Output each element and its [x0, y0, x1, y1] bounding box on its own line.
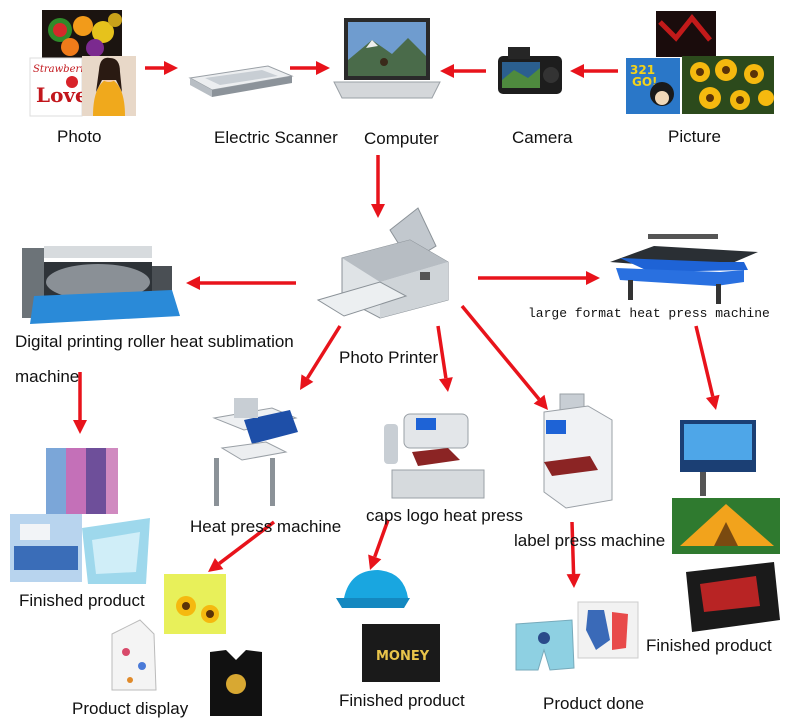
arrow-computer-to-printer-head	[371, 204, 385, 218]
caps-press-image	[384, 413, 485, 499]
label-finished-product-right: Finished product	[646, 636, 772, 655]
arrow-printer-to-large-format-head	[586, 271, 600, 285]
fabric-sheet-image	[82, 518, 150, 584]
mouse-pad-image	[686, 562, 780, 632]
arrow-printer-to-roller-head	[186, 276, 200, 290]
label-camera: Camera	[512, 128, 573, 147]
label-computer: Computer	[364, 129, 439, 148]
label-electric-scanner: Electric Scanner	[214, 128, 338, 147]
billboard-image	[680, 420, 756, 496]
label-finished-product-left: Finished product	[19, 591, 145, 610]
arrow-printer-to-heat-press-head	[300, 374, 314, 390]
arrow-caps-to-finished-head	[368, 554, 382, 570]
label-photo: Photo	[57, 127, 102, 146]
arrow-printer-to-label-press-shaft	[460, 304, 541, 401]
floral-shirt-image	[111, 619, 157, 691]
fruit-photo	[42, 10, 122, 58]
arrow-heat-press-to-display-shaft	[218, 520, 276, 565]
arrow-printer-to-label-press-head	[533, 394, 548, 410]
arrow-large-format-to-finished-head	[705, 394, 720, 410]
boxer-shorts-image	[515, 619, 575, 671]
arrow-label-to-done-shaft	[570, 521, 576, 575]
label-product-display: Product display	[72, 699, 189, 718]
arrow-photo-to-scanner-head	[164, 61, 178, 75]
arrow-picture-to-camera-head	[570, 64, 584, 78]
black-vest-image	[210, 650, 262, 716]
label-roller-machine-line2: machine	[15, 367, 80, 386]
label-photo-printer: Photo Printer	[339, 348, 439, 367]
arrow-label-to-done-head	[566, 573, 581, 588]
woman-portrait-photo	[82, 56, 136, 116]
svg-text:GO!: GO!	[632, 75, 658, 89]
arrow-heat-press-to-display-head	[208, 557, 224, 572]
label-picture: Picture	[668, 127, 721, 146]
fabric-rolls-image	[46, 448, 118, 514]
flow-arrows	[73, 61, 720, 588]
picture-collage: 321 GO!	[626, 11, 774, 114]
arrow-camera-to-computer-head	[440, 64, 454, 78]
heat-press-image	[212, 398, 298, 506]
love-text: Love	[36, 83, 88, 107]
label-heat-press-machine: Heat press machine	[190, 517, 342, 536]
tent-image	[672, 498, 780, 554]
label-caps-logo-heat-press: caps logo heat press	[366, 506, 523, 525]
cap-text: MONEY	[376, 649, 430, 664]
sunflower-case-image	[164, 574, 226, 634]
arrow-printer-to-caps-press-head	[438, 377, 453, 392]
label-large-format-press: large format heat press machine	[528, 306, 770, 321]
arrow-printer-to-heat-press-shaft	[305, 325, 342, 380]
socks-image	[577, 601, 639, 659]
label-product-done: Product done	[543, 694, 645, 713]
label-finished-product-caps: Finished product	[339, 691, 465, 710]
arrow-printer-to-caps-press-shaft	[436, 325, 448, 379]
label-label-press-machine: label press machine	[514, 531, 666, 550]
strawberry-text: Strawberry	[33, 64, 91, 75]
arrow-scanner-to-computer-head	[316, 61, 330, 75]
arrow-roller-to-finished-head	[73, 420, 87, 434]
bedding-image	[10, 514, 82, 582]
computer-image	[333, 18, 441, 99]
arrow-large-format-to-finished-shaft	[694, 325, 715, 397]
black-cap-image: MONEY	[362, 624, 440, 682]
label-roller-machine-line1: Digital printing roller heat sublimation	[15, 332, 294, 351]
svg-text:321: 321	[630, 63, 655, 77]
camera-image	[498, 47, 562, 94]
strawberry-love-photo: Strawberry Love	[29, 57, 91, 117]
photo-printer-image	[316, 207, 449, 319]
roller-machine-image	[22, 246, 180, 324]
scanner-image	[188, 65, 294, 97]
arrow-caps-to-finished-shaft	[373, 519, 390, 558]
label-press-image	[543, 393, 613, 509]
large-format-press-image	[610, 234, 758, 304]
blue-cap-image	[336, 570, 410, 608]
